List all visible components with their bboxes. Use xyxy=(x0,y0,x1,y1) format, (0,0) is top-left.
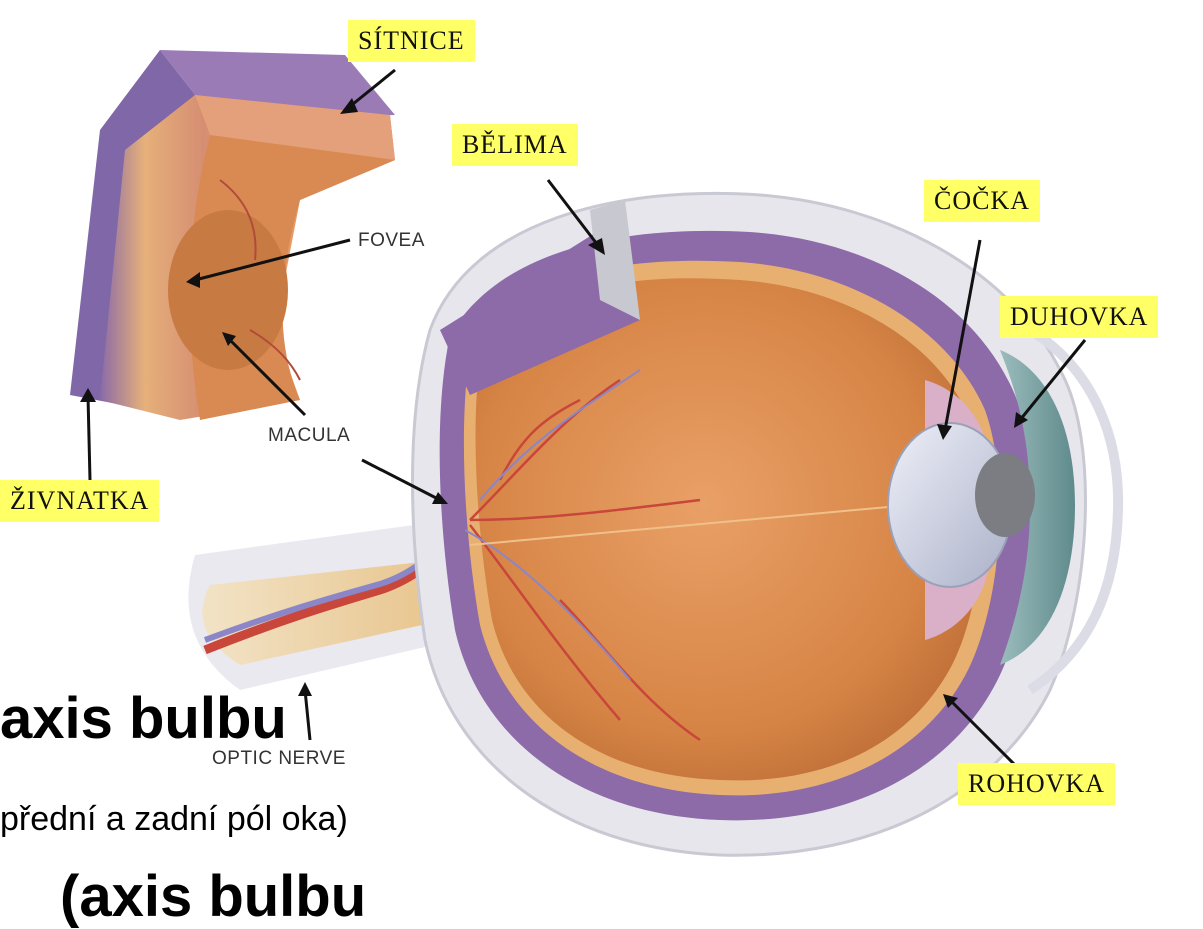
pointer-zivnatka xyxy=(88,396,90,480)
label-duhovka: DUHOVKA xyxy=(1000,296,1158,338)
label-rohovka: ROHOVKA xyxy=(958,763,1115,805)
heading-axis-bulbu: axis bulbu xyxy=(0,685,287,752)
arrowhead-optic-nerve xyxy=(298,682,312,696)
eyeball xyxy=(413,193,1119,855)
label-sitnice: SÍTNICE xyxy=(348,20,475,62)
label-zivnatka: ŽIVNATKA xyxy=(0,480,159,522)
retina-block xyxy=(70,50,395,420)
pupil xyxy=(975,453,1035,537)
heading-axis-bulbu-partial: (axis bulbu xyxy=(60,868,366,926)
label-fovea: FOVEA xyxy=(358,230,425,252)
caption-poles: přední a zadní pól oka) xyxy=(0,800,348,839)
pointer-optic-nerve xyxy=(305,690,310,740)
label-cocka: ČOČKA xyxy=(924,180,1040,222)
label-belima: BĚLIMA xyxy=(452,124,578,166)
label-macula: MACULA xyxy=(268,425,350,447)
